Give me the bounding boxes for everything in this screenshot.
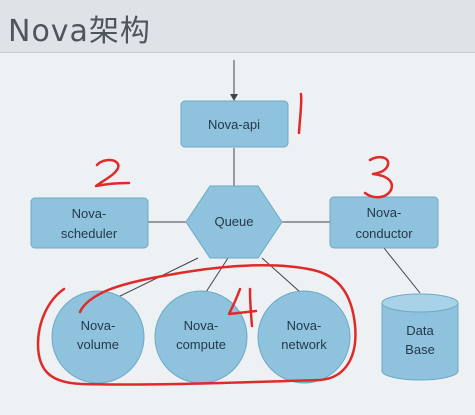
- nova-network-node[interactable]: Nova- network: [257, 290, 351, 384]
- annotation-number-2: [94, 158, 131, 188]
- edge-queue-compute: [205, 257, 229, 293]
- queue-label: Queue: [214, 214, 253, 229]
- nova-volume-node[interactable]: Nova- volume: [51, 290, 145, 384]
- architecture-diagram: Nova-api Queue Nova- scheduler Nova- con…: [30, 60, 459, 386]
- database-label-line2: Base: [405, 342, 435, 357]
- title-bar: Nova架构: [0, 0, 475, 53]
- nova-volume-label-line1: Nova-: [81, 318, 116, 333]
- nova-compute-label-line2: compute: [176, 337, 226, 352]
- nova-compute-node[interactable]: Nova- compute: [154, 290, 248, 384]
- nova-scheduler-label-line2: scheduler: [61, 226, 118, 241]
- annotation-number-1: [297, 92, 303, 135]
- incoming-arrow-head: [230, 94, 238, 101]
- annotation-number-4: [227, 287, 258, 328]
- handwritten-annotations: [36, 92, 394, 386]
- nova-compute-label-line1: Nova-: [184, 318, 219, 333]
- nova-conductor-label-line2: conductor: [355, 226, 413, 241]
- connectors: [111, 60, 421, 301]
- edge-queue-volume: [111, 257, 199, 301]
- nova-scheduler-node[interactable]: Nova- scheduler: [30, 197, 149, 249]
- annotation-loop: [36, 263, 357, 386]
- database-node[interactable]: Data Base: [381, 293, 459, 381]
- queue-node[interactable]: Queue: [185, 185, 283, 259]
- edge-queue-network: [261, 257, 301, 293]
- nova-conductor-node[interactable]: Nova- conductor: [329, 196, 439, 249]
- edge-conductor-database: [383, 247, 421, 294]
- database-label-line1: Data: [406, 323, 434, 338]
- page-title: Nova架构: [8, 14, 151, 49]
- nova-network-label-line1: Nova-: [287, 318, 322, 333]
- nova-api-node[interactable]: Nova-api: [180, 100, 289, 148]
- nova-network-label-line2: network: [281, 337, 327, 352]
- nova-conductor-label-line1: Nova-: [367, 205, 402, 220]
- nova-api-label: Nova-api: [208, 117, 260, 132]
- annotation-number-3: [363, 155, 394, 199]
- nova-scheduler-label-line1: Nova-: [72, 206, 107, 221]
- nova-volume-label-line2: volume: [77, 337, 119, 352]
